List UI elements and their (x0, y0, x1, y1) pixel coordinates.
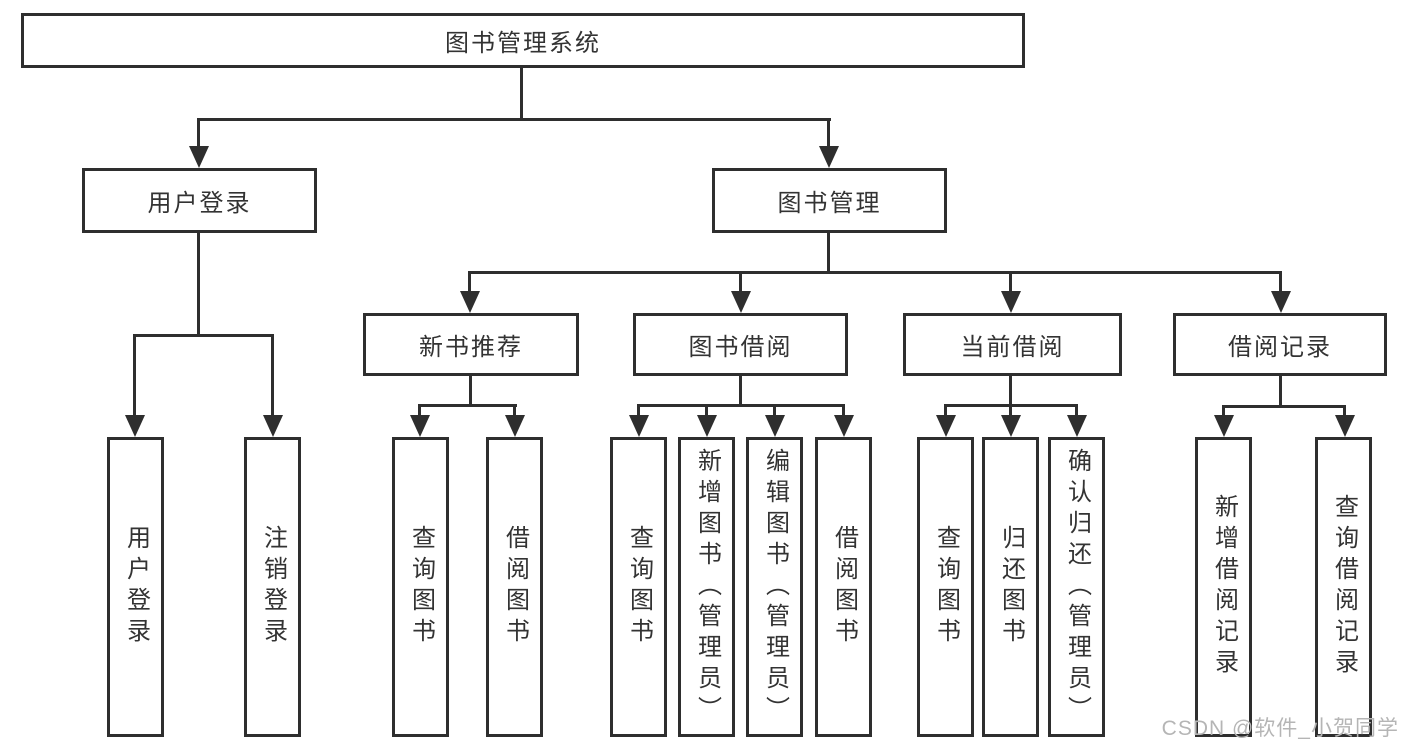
connector-line (197, 118, 200, 154)
leaf-nb-query-books-label: 查询图书 (407, 525, 435, 649)
connector-line (133, 334, 274, 337)
leaf-bb-query-books-label: 查询图书 (625, 525, 653, 649)
node-current-borrowing-label: 当前借阅 (960, 334, 1065, 361)
leaf-cb-confirm-return-admin: 确认归还（管理员） (1048, 437, 1105, 737)
connector-line (827, 118, 830, 154)
connector-line (197, 118, 831, 121)
connector-line (513, 404, 516, 423)
connector-line (637, 404, 845, 407)
arrow-down-icon (125, 415, 145, 437)
node-new-book-recommendation-label: 新书推荐 (419, 334, 523, 361)
arrow-down-icon (505, 415, 525, 437)
leaf-user-login: 用户登录 (107, 437, 164, 737)
arrow-down-icon (697, 415, 717, 437)
connector-line (1343, 405, 1346, 423)
connector-line (773, 404, 776, 423)
connector-line (1222, 405, 1225, 423)
leaf-bb-edit-books-admin-label: 编辑图书（管理员） (761, 447, 789, 727)
connector-line (271, 334, 274, 423)
arrow-down-icon (1271, 291, 1291, 313)
node-current-borrowing: 当前借阅 (903, 313, 1122, 376)
node-user-login: 用户登录 (82, 168, 317, 233)
arrow-down-icon (629, 415, 649, 437)
leaf-bb-borrow-books-label: 借阅图书 (830, 525, 858, 649)
leaf-bb-edit-books-admin: 编辑图书（管理员） (746, 437, 803, 737)
arrow-down-icon (1001, 415, 1021, 437)
leaf-cb-query-books-label: 查询图书 (932, 525, 960, 649)
connector-line (197, 233, 200, 336)
connector-line (842, 404, 845, 423)
leaf-user-login-label: 用户登录 (122, 525, 150, 649)
watermark: CSDN @软件_小贺同学 (1161, 717, 1399, 740)
leaf-logout: 注销登录 (244, 437, 301, 737)
connector-line (133, 334, 136, 423)
leaf-br-add-borrow-record: 新增借阅记录 (1195, 437, 1252, 737)
arrow-down-icon (263, 415, 283, 437)
arrow-down-icon (1001, 291, 1021, 313)
node-book-management: 图书管理 (712, 168, 947, 233)
arrow-down-icon (189, 146, 209, 168)
arrow-down-icon (834, 415, 854, 437)
arrow-down-icon (1067, 415, 1087, 437)
leaf-nb-query-books: 查询图书 (392, 437, 449, 737)
leaf-cb-return-books: 归还图书 (982, 437, 1039, 737)
leaf-bb-add-books-admin: 新增图书（管理员） (678, 437, 735, 737)
connector-line (1009, 271, 1012, 299)
leaf-cb-query-books: 查询图书 (917, 437, 974, 737)
connector-line (418, 404, 517, 407)
connector-line (1279, 271, 1282, 299)
arrow-down-icon (765, 415, 785, 437)
arrow-down-icon (731, 291, 751, 313)
leaf-logout-label: 注销登录 (259, 525, 287, 649)
arrow-down-icon (1214, 415, 1234, 437)
connector-line (637, 404, 640, 423)
leaf-bb-borrow-books: 借阅图书 (815, 437, 872, 737)
connector-line (1009, 404, 1012, 423)
connector-line (827, 233, 830, 274)
node-root: 图书管理系统 (21, 13, 1025, 68)
connector-line (468, 271, 471, 299)
arrow-down-icon (460, 291, 480, 313)
arrow-down-icon (936, 415, 956, 437)
node-book-management-label: 图书管理 (777, 190, 882, 217)
connector-line (469, 376, 472, 407)
connector-line (739, 271, 742, 299)
connector-line (520, 68, 523, 120)
arrow-down-icon (1335, 415, 1355, 437)
connector-line (944, 404, 947, 423)
leaf-bb-add-books-admin-label: 新增图书（管理员） (693, 447, 721, 727)
leaf-cb-confirm-return-admin-label: 确认归还（管理员） (1063, 447, 1091, 727)
leaf-br-query-borrow-record: 查询借阅记录 (1315, 437, 1372, 737)
node-borrowing-records-label: 借阅记录 (1228, 334, 1332, 361)
connector-line (1009, 376, 1012, 407)
connector-line (739, 376, 742, 407)
leaf-bb-query-books: 查询图书 (610, 437, 667, 737)
leaf-br-add-borrow-record-label: 新增借阅记录 (1210, 494, 1238, 680)
node-book-borrowing: 图书借阅 (633, 313, 848, 376)
connector-line (705, 404, 708, 423)
arrow-down-icon (410, 415, 430, 437)
node-borrowing-records: 借阅记录 (1173, 313, 1387, 376)
connector-line (418, 404, 421, 423)
arrow-down-icon (819, 146, 839, 168)
node-new-book-recommendation: 新书推荐 (363, 313, 579, 376)
connector-line (1222, 405, 1346, 408)
leaf-nb-borrow-books: 借阅图书 (486, 437, 543, 737)
node-root-label: 图书管理系统 (445, 30, 601, 57)
node-book-borrowing-label: 图书借阅 (688, 334, 793, 361)
connector-line (1279, 376, 1282, 408)
connector-line (1075, 404, 1078, 423)
node-user-login-label: 用户登录 (147, 190, 252, 217)
connector-line (468, 271, 1282, 274)
leaf-nb-borrow-books-label: 借阅图书 (501, 525, 529, 649)
leaf-cb-return-books-label: 归还图书 (997, 525, 1025, 649)
leaf-br-query-borrow-record-label: 查询借阅记录 (1330, 494, 1358, 680)
